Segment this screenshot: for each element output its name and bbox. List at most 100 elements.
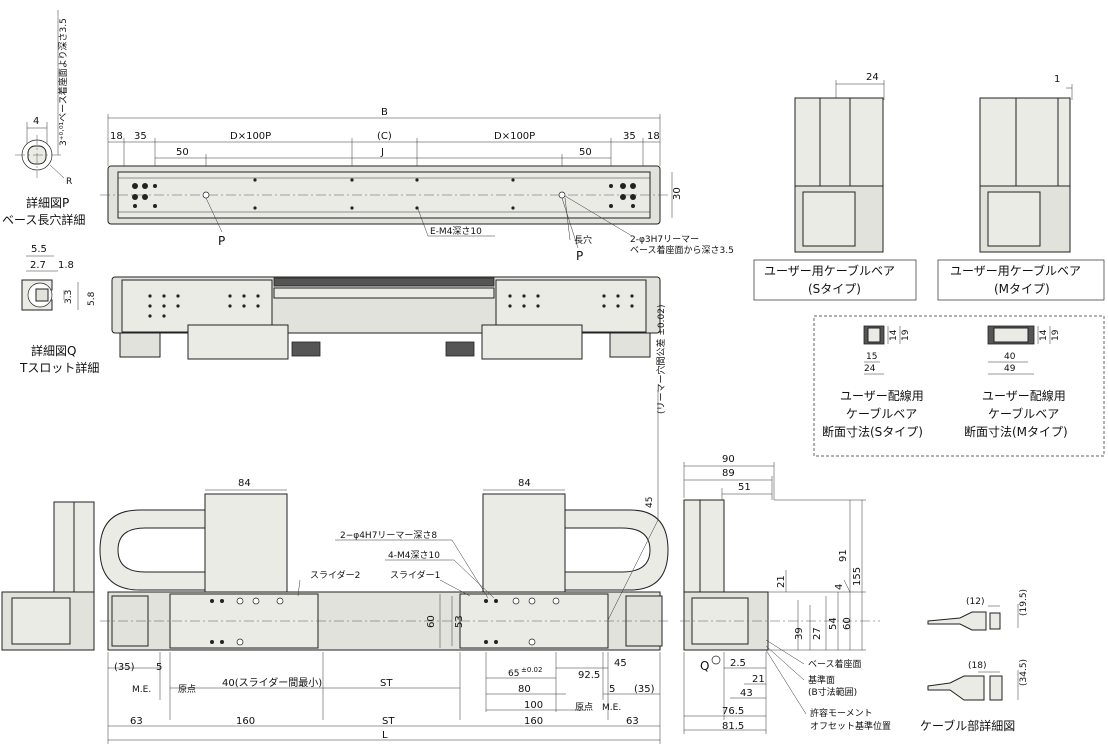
- front-dim-35-left: (35): [114, 662, 135, 673]
- cross-m-40: 40: [1004, 352, 1016, 362]
- front-origin-left: 原点: [178, 684, 196, 695]
- front-dim-40-note: 40(スライダー間最小): [222, 676, 322, 689]
- side-dim-89: 89: [722, 468, 735, 479]
- cable-detail-34-5: (34.5): [1019, 659, 1029, 686]
- cable-detail-title: ケーブル部詳細図: [920, 718, 1015, 733]
- top-dim-50-right: 50: [579, 147, 592, 158]
- detail-q-title-1: 詳細図Q: [31, 343, 76, 358]
- cross-m-14: 14: [1039, 329, 1049, 341]
- detail-q-dim-1-8: 1.8: [58, 260, 74, 271]
- cross-s-15: 15: [866, 352, 877, 362]
- front-dim-5-left: 5: [156, 662, 162, 673]
- side-dim-76-5: 76.5: [722, 706, 744, 717]
- side-dim-155: 155: [852, 567, 863, 586]
- front-dim-45b: 45: [614, 658, 627, 669]
- side-dim-2-5: 2.5: [730, 658, 746, 669]
- detail-q-dim-2-7: 2.7: [30, 260, 46, 271]
- detail-p-title-2: ベース長穴詳細: [2, 212, 85, 227]
- side-dim-21: 21: [776, 575, 787, 588]
- detail-p-title-1: 詳細図P: [26, 195, 69, 210]
- front-dim-60: 60: [426, 615, 437, 628]
- side-dim-90: 90: [722, 454, 735, 465]
- top-dim-c: (C): [377, 131, 392, 142]
- cross-m-49: 49: [1004, 364, 1016, 374]
- side-dim-4: 4: [834, 584, 845, 590]
- front-reamer-note: 2−φ4H7リーマー深さ8: [340, 530, 437, 541]
- side-ref-plane-2: (B寸法範囲): [808, 686, 857, 698]
- top-callout-reamer-2: ベース着座面から深さ3.5: [630, 244, 734, 256]
- front-view: 84 84 60 53 2−φ4H7リーマー深さ8 4-M4深さ10: [1, 305, 669, 744]
- front-dim-5-right: 5: [609, 684, 615, 695]
- top-dim-b: B: [381, 107, 388, 118]
- side-dim-39: 39: [794, 627, 805, 640]
- cable-bear-s: 24 ユーザー用ケーブルベア (Sタイプ): [753, 72, 917, 301]
- cross-s-24: 24: [864, 364, 876, 374]
- cross-m-label-1: ユーザー配線用: [982, 388, 1066, 403]
- front-origin-right: 原点: [575, 702, 593, 713]
- front-dim-53: 53: [454, 615, 465, 628]
- cross-s-label-2: ケーブルベア: [846, 406, 917, 421]
- top-dim-35-right: 35: [623, 131, 636, 142]
- side-view: 90 89 51 91 155 4 21 39 27 54 60 Q: [680, 454, 891, 734]
- cross-m-label-3: 断面寸法(Mタイプ): [964, 424, 1068, 439]
- cable-m-dim: 1: [1054, 74, 1060, 85]
- top-dim-j: J: [380, 147, 384, 158]
- top-callout-long-hole: 長穴: [574, 234, 592, 246]
- cable-detail: (12) (19.5) (18) (34.5) ケーブル部詳細図: [920, 589, 1029, 733]
- cable-detail-18: (18): [968, 661, 986, 671]
- front-dim-84-right: 84: [518, 478, 531, 489]
- cross-s-19: 19: [901, 329, 911, 341]
- top-dim-18-left: 18: [110, 131, 123, 142]
- side-dim-60: 60: [842, 617, 853, 630]
- front-dim-80: 80: [518, 684, 531, 695]
- cross-s-14: 14: [889, 329, 899, 341]
- cross-s-label-1: ユーザー配線用: [840, 388, 924, 403]
- cross-section-box: 14 19 15 24 14 19 40 49 ユーザー配線用 ケーブルベア 断…: [813, 315, 1105, 457]
- detail-p-dim-4: 4: [33, 116, 39, 127]
- front-m4-note: 4-M4深さ10: [388, 550, 440, 561]
- top-callout-p-right: P: [576, 249, 583, 263]
- front-slider-1: スライダー1: [390, 569, 440, 581]
- top-dim-18-right: 18: [647, 131, 660, 142]
- top-callout-e-m4: E-M4深さ10: [430, 226, 482, 237]
- front-dim-84-left: 84: [238, 478, 251, 489]
- side-moment-1: 許容モーメント: [810, 707, 873, 719]
- detail-p-r-mark: R: [66, 177, 72, 187]
- cable-detail-19-5: (19.5): [1019, 589, 1029, 616]
- top-dim-dx100p-left: D×100P: [230, 131, 271, 142]
- front-dim-63-left: 63: [130, 716, 143, 727]
- front-dim-92-5: 92.5: [578, 670, 600, 681]
- front-dim-45: 45: [645, 497, 655, 508]
- front-dim-160-right: 160: [524, 716, 543, 727]
- front-me-left: M.E.: [132, 685, 151, 695]
- front-dim-65-tol: ±0.02: [521, 666, 542, 674]
- detail-q: 5.5 2.7 1.8 3.3 5.8 詳細図Q Tスロット詳細: [19, 244, 99, 375]
- detail-q-dim-5-5: 5.5: [31, 244, 47, 255]
- mid-view: [111, 276, 661, 360]
- side-dim-51: 51: [738, 482, 751, 493]
- detail-p: 4 3⁺⁰·⁰¹ベース着座面より深さ3.5 R 詳細図P ベース長穴詳細: [2, 10, 85, 227]
- cable-m-label-2: (Mタイプ): [994, 282, 1050, 296]
- front-dim-160-left: 160: [236, 716, 255, 727]
- front-me-right: M.E.: [602, 703, 621, 713]
- top-callout-reamer-1: 2-φ3H7リーマー: [630, 235, 699, 245]
- top-dim-dx100p-right: D×100P: [494, 131, 535, 142]
- side-dim-54: 54: [828, 617, 839, 630]
- top-view: B 18 35 D×100P (C) D×100P 35 18 50 J 50 …: [100, 107, 734, 263]
- side-dim-21b: 21: [752, 674, 765, 685]
- cross-m-19: 19: [1051, 329, 1061, 341]
- front-dim-100: 100: [524, 700, 543, 711]
- side-dim-43: 43: [740, 688, 753, 699]
- top-dim-35-left: 35: [134, 131, 147, 142]
- detail-q-title-2: Tスロット詳細: [19, 360, 99, 375]
- cable-bear-m: 1 ユーザー用ケーブルベア (Mタイプ): [937, 74, 1105, 301]
- front-dim-l: L: [382, 730, 388, 741]
- cable-s-dim: 24: [866, 72, 879, 83]
- front-dim-65: 65: [508, 669, 519, 679]
- front-dim-45-sub: (リーマー穴間公差 ±0.02): [655, 305, 667, 414]
- side-ref-plane-1: 基準面: [808, 674, 835, 686]
- top-dim-50-left: 50: [176, 147, 189, 158]
- cable-detail-12: (12): [966, 597, 984, 607]
- side-dim-91: 91: [838, 549, 849, 562]
